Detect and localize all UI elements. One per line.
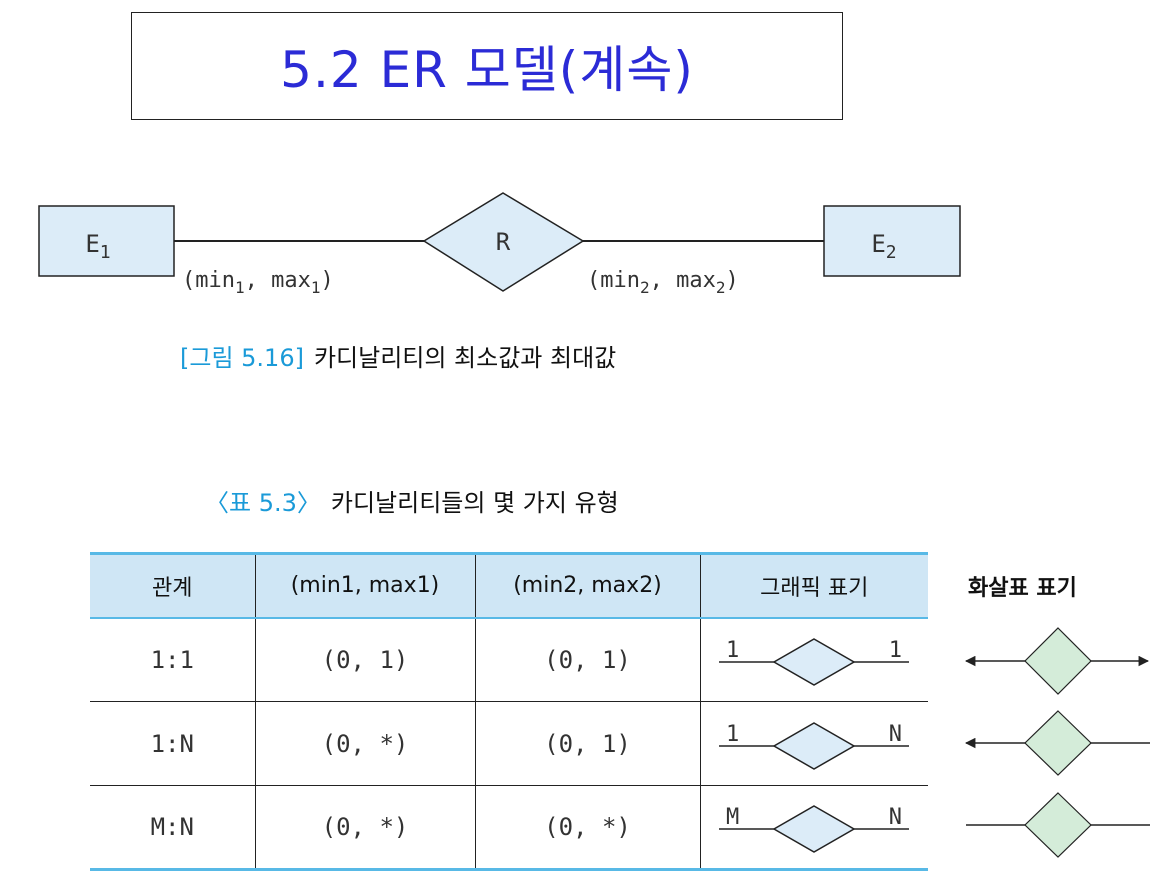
- entity-e2-label: E2: [871, 230, 896, 263]
- relation-cell: M:N: [90, 785, 255, 871]
- card2-cell: (0, 1): [474, 617, 700, 702]
- arrow-diamond: [1024, 627, 1092, 695]
- table-row: M:N (0, *) (0, *) M N: [90, 785, 928, 871]
- card2-cell: (0, 1): [474, 701, 700, 786]
- table-row: 1:1 (0, 1) (0, 1) 1 1: [90, 617, 928, 702]
- page-title: 5.2 ER 모델(계속): [280, 41, 694, 99]
- title-box: 5.2 ER 모델(계속): [131, 12, 843, 120]
- cardinality-table: 관계 (min1, max1) (min2, max2) 그래픽 표기 1:1 …: [90, 552, 928, 871]
- header-min2-max2: (min2, max2): [474, 552, 700, 619]
- table-caption: 〈표 5.3〉 카디날리티들의 몇 가지 유형: [205, 483, 619, 518]
- arrow-row-1to1: [964, 627, 1150, 695]
- entity-e2: [823, 205, 961, 277]
- mini-diamond: [772, 805, 856, 853]
- figure-caption: [그림 5.16] 카디날리티의 최소값과 최대값: [180, 338, 616, 373]
- arrow-row-MtoN: [966, 792, 1150, 858]
- mini-diamond: [772, 721, 856, 770]
- arrow-diamond: [1024, 710, 1092, 776]
- header-graphic: 그래픽 표기: [699, 552, 928, 619]
- card1-cell: (0, 1): [254, 617, 475, 702]
- cardinality-left: (min1, max1): [182, 268, 334, 297]
- entity-e1-label: E1: [85, 230, 110, 263]
- table-caption-text: 카디날리티들의 몇 가지 유형: [330, 489, 619, 517]
- figure-caption-text: 카디날리티의 최소값과 최대값: [313, 344, 617, 372]
- card1-cell: (0, *): [254, 701, 475, 786]
- mini-diamond: [772, 637, 856, 686]
- graphic-notation: 1 1: [719, 637, 910, 686]
- relationship-diamond: [422, 192, 585, 292]
- card2-cell: (0, *): [474, 785, 700, 871]
- arrow-diamond: [1024, 792, 1092, 858]
- cardinality-right: (min2, max2): [587, 268, 739, 297]
- right-cardinality: 1: [889, 638, 902, 663]
- header-min1-max1: (min1, max1): [254, 552, 475, 619]
- graphic-cell: 1 N: [699, 701, 928, 786]
- er-diagram: E1 E2 R (min1, max1) (min2, max2): [38, 192, 961, 297]
- relation-cell: 1:N: [90, 701, 255, 786]
- relation-cell: 1:1: [90, 617, 255, 702]
- left-cardinality: M: [726, 805, 739, 830]
- arrow-notation-column: [964, 627, 1150, 858]
- graphic-cell: 1 1: [699, 617, 928, 702]
- left-cardinality: 1: [726, 638, 739, 663]
- right-cardinality: N: [889, 722, 902, 747]
- graphic-notation: 1 N: [719, 721, 910, 770]
- arrow-row-1toN: [964, 710, 1150, 776]
- right-cardinality: N: [889, 805, 902, 830]
- graphic-notation: M N: [719, 805, 910, 853]
- table-caption-label: 〈표 5.3〉: [205, 489, 321, 517]
- arrow-notation-header: 화살표 표기: [968, 576, 1077, 601]
- graphic-cell: M N: [699, 785, 928, 871]
- card1-cell: (0, *): [254, 785, 475, 871]
- table-row: 1:N (0, *) (0, 1) 1 N: [90, 701, 928, 786]
- table-header-row: 관계 (min1, max1) (min2, max2) 그래픽 표기: [90, 552, 928, 619]
- relationship-label: R: [496, 228, 511, 256]
- figure-caption-label: [그림 5.16]: [180, 344, 304, 372]
- left-cardinality: 1: [726, 722, 739, 747]
- header-relation: 관계: [90, 552, 255, 619]
- entity-e1: [38, 205, 175, 277]
